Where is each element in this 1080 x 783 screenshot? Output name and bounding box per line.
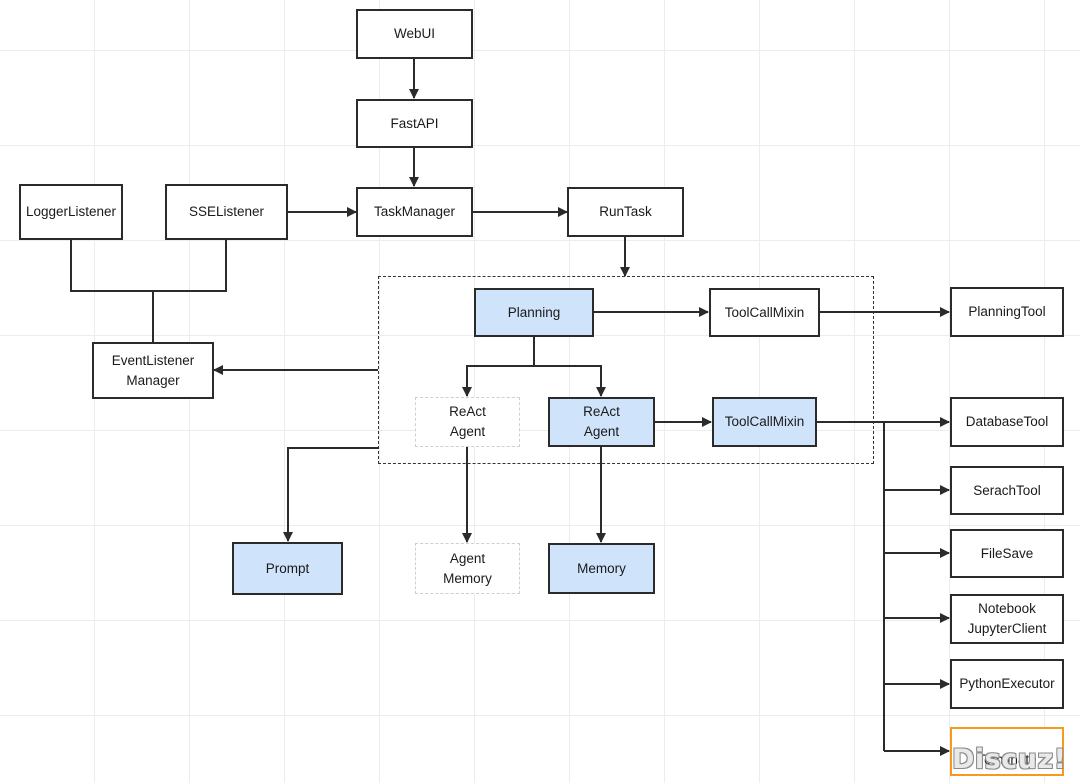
node-serach-tool: SerachTool	[950, 466, 1064, 515]
node-planning: Planning	[474, 288, 594, 337]
node-task-manager: TaskManager	[356, 187, 473, 237]
node-planning-tool: PlanningTool	[950, 287, 1064, 337]
node-run-task: RunTask	[567, 187, 684, 237]
node-file-save: FileSave	[950, 529, 1064, 578]
node-sse-listener: SSEListener	[165, 184, 288, 240]
node-terminate: Terminate	[950, 727, 1064, 776]
node-react-agent: ReAct Agent	[548, 397, 655, 447]
node-notebook-jupyter: Notebook JupyterClient	[950, 594, 1064, 644]
node-react-agent-ghost: ReAct Agent	[415, 397, 520, 447]
edge-listeners-merge	[70, 240, 227, 292]
node-toolcallmixin-top: ToolCallMixin	[709, 288, 820, 337]
node-prompt: Prompt	[232, 542, 343, 595]
discuz-watermark: Discuz!	[952, 743, 1067, 775]
node-webui: WebUI	[356, 9, 473, 59]
node-memory: Memory	[548, 543, 655, 594]
agent-group-boundary	[378, 276, 874, 464]
node-agent-memory: Agent Memory	[415, 543, 520, 594]
node-fastapi: FastAPI	[356, 99, 473, 148]
node-python-executor: PythonExecutor	[950, 659, 1064, 709]
edge-group-prompt	[283, 447, 378, 542]
node-event-listener-manager: EventListener Manager	[92, 342, 214, 399]
node-database-tool: DatabaseTool	[950, 397, 1064, 447]
edge-split-react	[534, 365, 606, 397]
edge-split-reactghost	[462, 365, 534, 397]
node-toolcallmixin-mid: ToolCallMixin	[712, 397, 817, 447]
node-logger-listener: LoggerListener	[19, 184, 123, 240]
